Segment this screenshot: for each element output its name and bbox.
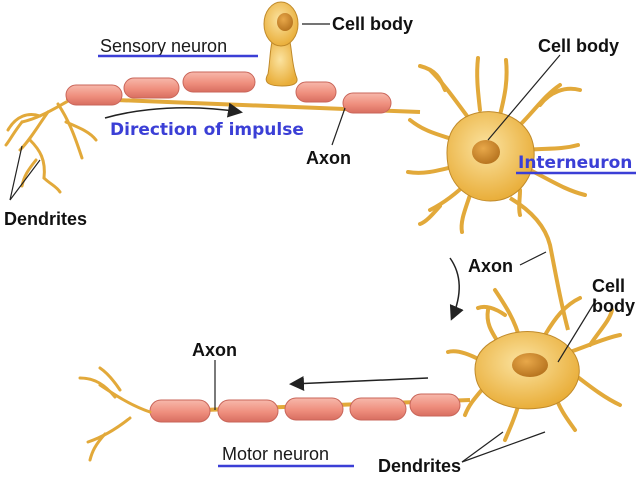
sensory-neuron [4, 1, 421, 194]
sensory-dendrites-label: Dendrites [4, 209, 87, 229]
direction-of-impulse-label: Direction of impulse [110, 120, 304, 140]
interneuron-axon-label: Axon [468, 256, 513, 276]
sensory-myelin-sheath [65, 71, 392, 114]
interneuron-axon [508, 196, 570, 331]
interneuron-cell-body-label: Cell body [538, 36, 619, 56]
sensory-neuron-label: Sensory neuron [100, 36, 227, 56]
sensory-nucleus [277, 13, 293, 31]
motor-neuron-label: Motor neuron [222, 444, 329, 464]
motor-cell-label-line2: body [592, 296, 635, 316]
interneuron [406, 56, 587, 331]
sensory-dendrites [4, 98, 98, 194]
motor-axon-terminals [78, 366, 152, 462]
impulse-arrow-top [104, 102, 243, 119]
interneuron-label: Interneuron [518, 153, 632, 173]
motor-cell-label-line1: Cell [592, 276, 625, 296]
motor-axon-label: Axon [192, 340, 237, 360]
leader-lines [9, 23, 597, 463]
impulse-arrow-right [449, 257, 464, 321]
motor-dendrites-label: Dendrites [378, 456, 461, 476]
sensory-cell-body-label: Cell body [332, 14, 413, 34]
sensory-stalk [265, 41, 298, 87]
impulse-arrow-bottom [289, 375, 429, 391]
motor-nucleus [512, 353, 548, 377]
motor-myelin-sheath [149, 393, 461, 423]
sensory-axon-label: Axon [306, 148, 351, 168]
interneuron-nucleus [472, 140, 500, 164]
motor-neuron [78, 288, 622, 462]
